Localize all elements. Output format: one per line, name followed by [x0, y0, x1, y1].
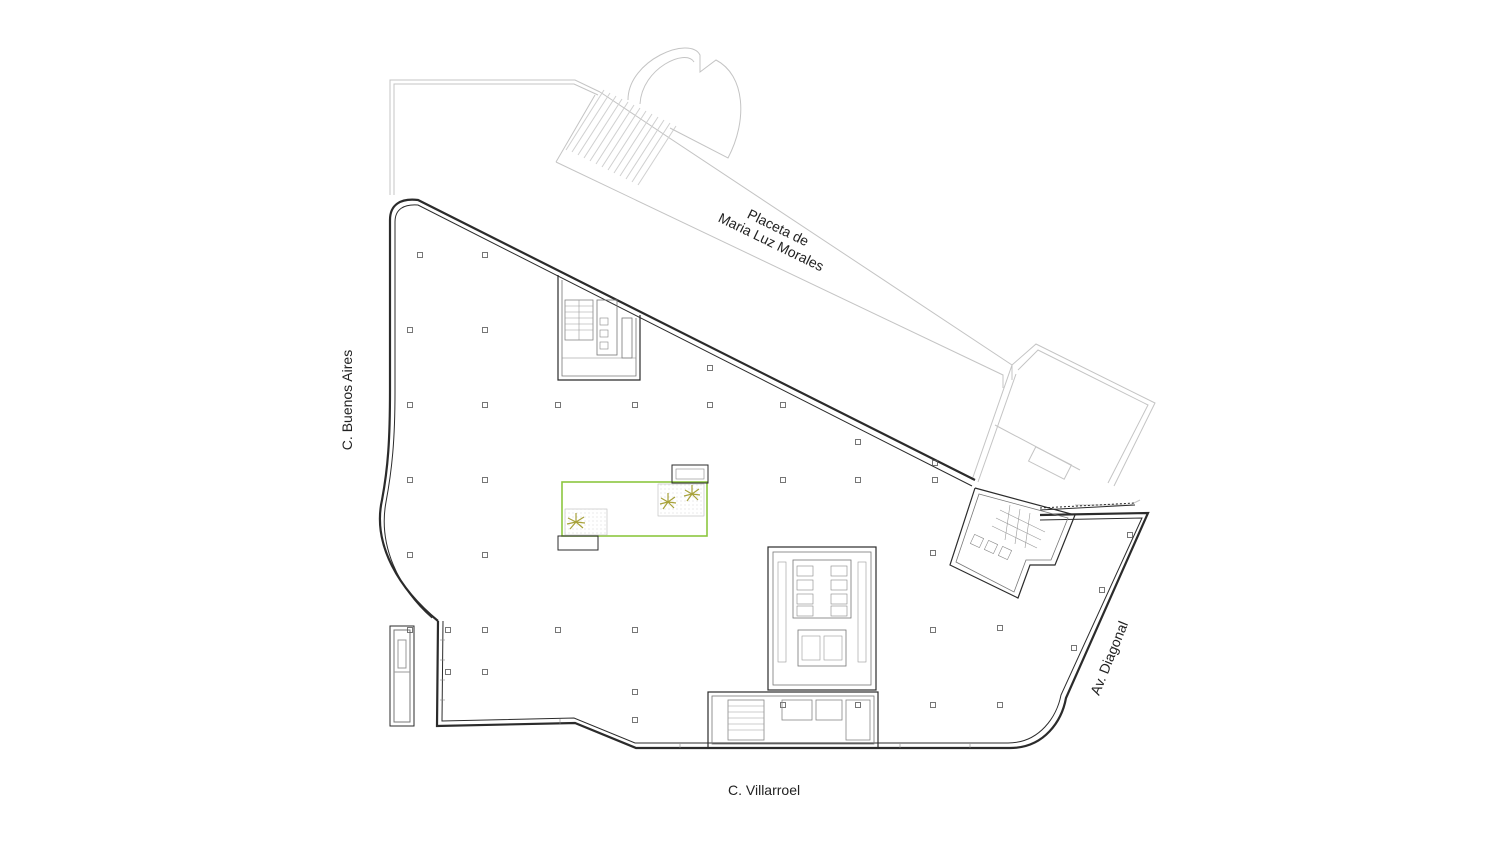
structural-column: [482, 477, 488, 483]
structural-column: [707, 365, 713, 371]
south-core: [707, 691, 879, 749]
structural-column: [482, 552, 488, 558]
structural-column: [780, 402, 786, 408]
structural-column: [482, 327, 488, 333]
structural-column: [482, 402, 488, 408]
structural-column: [407, 402, 413, 408]
structural-column: [445, 627, 451, 633]
building-outline: [378, 198, 1150, 750]
structural-column: [555, 402, 561, 408]
structural-column: [417, 252, 423, 258]
structural-column: [632, 717, 638, 723]
structural-column: [855, 702, 861, 708]
structural-column: [707, 402, 713, 408]
plaza-context: [389, 47, 1156, 506]
central-core: [767, 546, 877, 691]
structural-column: [932, 460, 938, 466]
structural-column: [780, 477, 786, 483]
structural-column: [632, 689, 638, 695]
street-label-villarroel: C. Villarroel: [728, 782, 801, 798]
structural-column: [407, 327, 413, 333]
north-core: [557, 275, 641, 381]
structural-column: [1127, 532, 1133, 538]
column-grid: [407, 252, 1133, 723]
courtyard: [557, 464, 709, 551]
structural-column: [407, 477, 413, 483]
plant-icon: [566, 485, 701, 530]
street-label-buenos-aires: C. Buenos Aires: [339, 349, 356, 451]
structural-column: [855, 439, 861, 445]
structural-column: [930, 702, 936, 708]
structural-column: [930, 627, 936, 633]
east-core: [949, 487, 1076, 599]
structural-column: [407, 552, 413, 558]
structural-column: [632, 402, 638, 408]
structural-column: [482, 252, 488, 258]
structural-column: [632, 627, 638, 633]
facade-ticks: [440, 639, 971, 748]
structural-column: [1071, 645, 1077, 651]
structural-column: [780, 702, 786, 708]
structural-column: [930, 550, 936, 556]
structural-column: [555, 627, 561, 633]
structural-column: [932, 477, 938, 483]
structural-column: [482, 669, 488, 675]
plaza-stairs: [565, 89, 677, 186]
structural-column: [407, 627, 413, 633]
structural-column: [997, 702, 1003, 708]
west-annex: [389, 625, 415, 727]
structural-column: [445, 669, 451, 675]
structural-column: [997, 625, 1003, 631]
structural-column: [855, 477, 861, 483]
structural-column: [1099, 587, 1105, 593]
structural-column: [482, 627, 488, 633]
